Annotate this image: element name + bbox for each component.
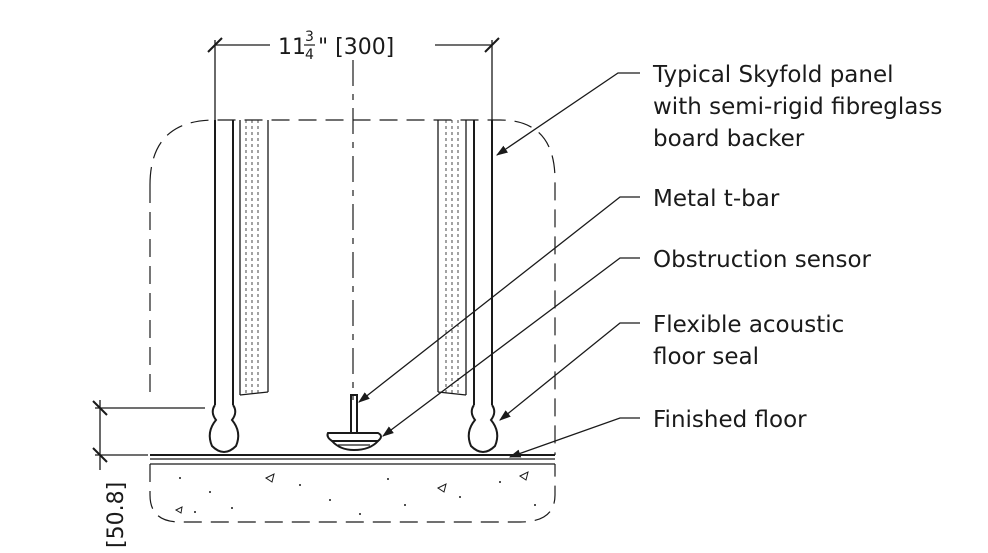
dim-tick-left [207, 37, 223, 53]
callout-panel: Typical Skyfold panel with semi-rigid fi… [652, 62, 950, 152]
height-dim-tick-top [92, 400, 108, 416]
panel-right [437, 120, 493, 405]
leader-sensor [382, 257, 640, 437]
leader-panel [496, 72, 640, 156]
metal-t-bar [326, 394, 382, 452]
leader-tbar [358, 196, 640, 403]
callout-tbar: Metal t-bar [653, 186, 780, 212]
callout-sensor: Obstruction sensor [653, 247, 872, 273]
dimension-width-suffix: " [300] [318, 35, 394, 60]
dimension-height-label: [50.8] [104, 482, 129, 548]
dim-tick-right [484, 37, 500, 53]
leader-floor [508, 417, 640, 458]
dimension-width-label: 11 [278, 35, 306, 60]
seal-left [208, 404, 240, 453]
panel-left [214, 120, 269, 405]
height-dim-tick-bottom [92, 447, 108, 463]
concrete-slab [149, 464, 556, 523]
dimension-width-num: 3 [305, 29, 314, 45]
leader-seal [499, 322, 640, 421]
concrete-hatch [174, 471, 536, 515]
callout-floor: Finished floor [653, 407, 807, 433]
callout-seal: Flexible acoustic floor seal [653, 312, 852, 370]
boundary-outline [149, 119, 556, 455]
dimension-width-den: 4 [305, 47, 314, 63]
seal-right [467, 404, 499, 453]
